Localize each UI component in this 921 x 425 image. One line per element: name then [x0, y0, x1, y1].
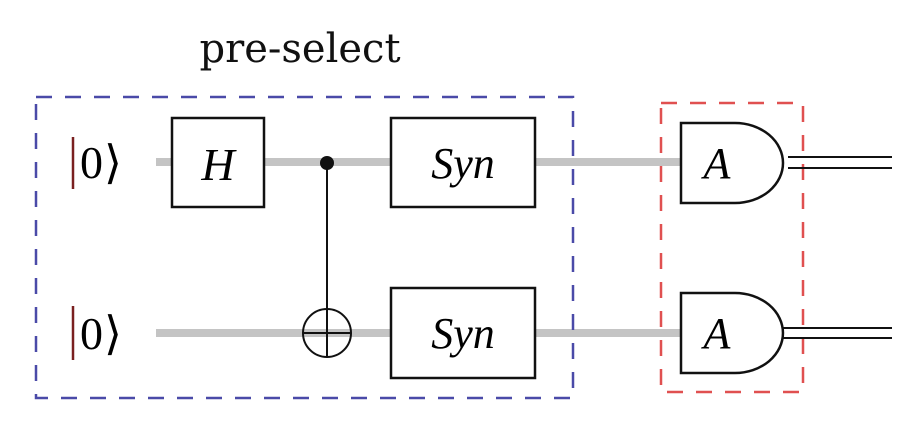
ket-zero-bottom: 0 ⟩ [71, 306, 122, 360]
ket-close: ⟩ [104, 308, 122, 359]
ket-value: 0 [80, 308, 103, 359]
ket-zero-top: 0 ⟩ [71, 137, 122, 189]
preselect-box [34, 95, 575, 400]
hadamard-gate [170, 116, 266, 209]
hadamard-label: H [200, 139, 237, 190]
measure-label-bottom: A [701, 309, 732, 358]
measure-gate-top [679, 121, 785, 205]
ket-close: ⟩ [104, 137, 122, 188]
classical-output-top [788, 156, 892, 169]
ket-value: 0 [80, 137, 103, 188]
measurement-box [659, 101, 805, 394]
measure-label-top: A [701, 139, 732, 188]
syndrome-gate-bottom [389, 286, 537, 380]
syndrome-label-top: Syn [431, 139, 495, 188]
classical-output-bottom [783, 327, 892, 339]
measure-gate-bottom [679, 291, 785, 375]
control-dot [320, 156, 334, 170]
preselect-label: pre-select [199, 26, 400, 72]
syndrome-gate-top [389, 116, 537, 209]
syndrome-label-bottom: Syn [431, 309, 495, 358]
